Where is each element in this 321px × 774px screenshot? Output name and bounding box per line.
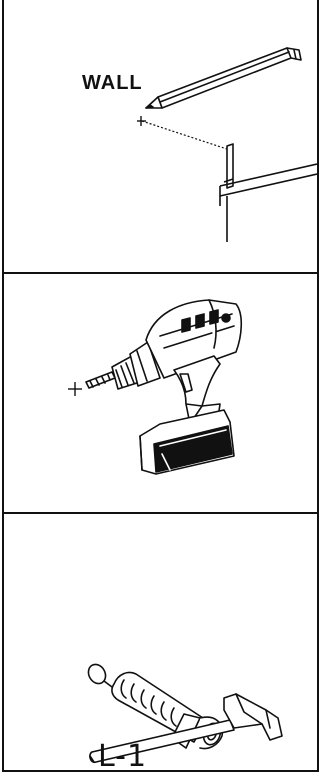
step-panel-wall-plug: L-1 xyxy=(2,514,319,772)
step-panel-drill xyxy=(2,274,319,514)
wall-label: WALL xyxy=(82,72,143,95)
step-panel-mark-wall: WALL xyxy=(2,0,319,274)
wall-plug-and-hammer-icon xyxy=(4,514,317,770)
part-label: L-1 xyxy=(98,739,147,774)
pencil-marking-wall-icon xyxy=(4,0,317,272)
cordless-drill-icon xyxy=(4,274,317,512)
